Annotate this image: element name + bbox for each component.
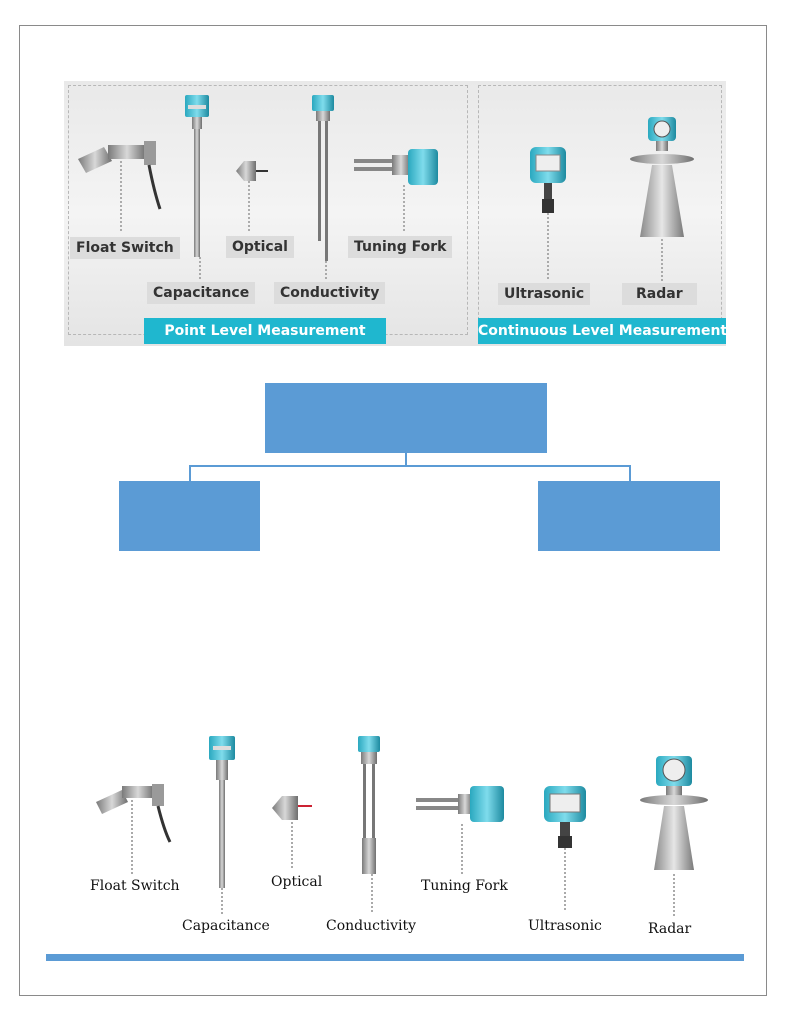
hierarchy-left-box (119, 481, 260, 551)
radar-drawing (630, 117, 694, 281)
continuous-level-band: Continuous Level Measurement (478, 318, 727, 344)
label-conductivity: Conductivity (274, 282, 386, 304)
label-radar: Radar (622, 283, 697, 305)
bottom-label-capacitance: Capacitance (182, 918, 270, 934)
bottom-label-optical: Optical (271, 874, 323, 890)
bottom-label-ultrasonic: Ultrasonic (528, 918, 602, 934)
tuning-fork-drawing (354, 149, 438, 233)
bottom-optical-drawing (272, 796, 312, 870)
bottom-label-radar: Radar (648, 921, 692, 937)
ultrasonic-drawing (530, 147, 566, 281)
label-optical: Optical (226, 236, 294, 258)
capacitance-drawing (185, 95, 209, 281)
bottom-conductivity-drawing (358, 736, 380, 914)
float-switch-drawing (78, 141, 162, 231)
hierarchy-connector-stem (405, 453, 407, 465)
label-capacitance: Capacitance (147, 282, 256, 304)
point-level-band: Point Level Measurement (144, 318, 386, 344)
optical-drawing (236, 161, 268, 233)
bottom-label-conductivity: Conductivity (326, 918, 417, 934)
sensor-drawings (78, 95, 694, 281)
bottom-radar-drawing (640, 756, 708, 916)
hierarchy-connector-left (189, 465, 191, 481)
bottom-label-tuning-fork: Tuning Fork (421, 878, 508, 894)
label-tuning-fork: Tuning Fork (348, 236, 453, 258)
bottom-divider-bar (46, 954, 744, 961)
hierarchy-connector-right (629, 465, 631, 481)
hierarchy-root-box (265, 383, 547, 453)
bottom-label-float-switch: Float Switch (90, 878, 180, 894)
hierarchy-connector-bar (189, 465, 630, 467)
bottom-ultrasonic-drawing (544, 786, 586, 912)
hierarchy-right-box (538, 481, 720, 551)
label-float-switch: Float Switch (70, 237, 180, 259)
conductivity-drawing (312, 95, 334, 281)
bottom-tuning-fork-drawing (416, 786, 504, 874)
label-ultrasonic: Ultrasonic (498, 283, 591, 305)
bottom-float-switch-drawing (96, 784, 172, 876)
level-sensor-illustration-panel: Float Switch Optical Tuning Fork Capacit… (64, 81, 727, 346)
bottom-capacitance-drawing (209, 736, 235, 914)
